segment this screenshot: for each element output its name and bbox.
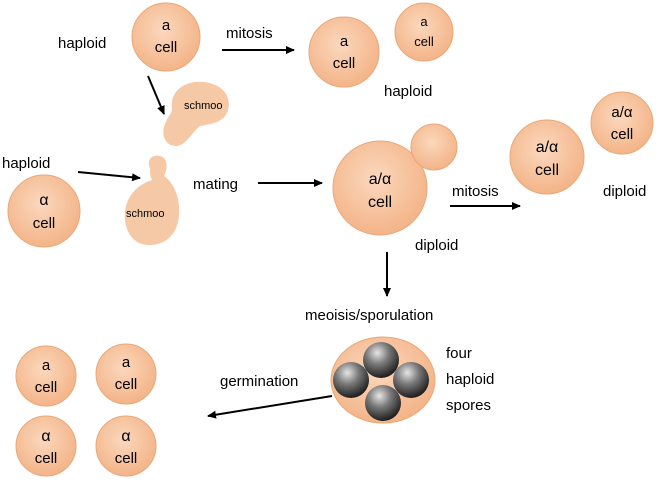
- label-haploid-top-right: haploid: [384, 83, 432, 100]
- schmoo-label: schmoo: [126, 208, 165, 220]
- arrow-alpha-to-schmoo: [77, 171, 141, 182]
- label-diploid-right: diploid: [603, 183, 646, 200]
- cell-word-label: cell: [535, 162, 559, 179]
- cell-body: [332, 140, 428, 236]
- cell-body: [308, 16, 380, 88]
- schmoo-upper: schmoo: [163, 81, 229, 146]
- label-spores-line2: haploid: [446, 371, 494, 388]
- cell-type-label: a: [420, 14, 428, 29]
- cell-type-label: a: [162, 17, 171, 34]
- label-diploid-center: diploid: [415, 237, 458, 254]
- cell-body: [394, 2, 454, 62]
- germinated-alpha-cell-2: α cell: [95, 415, 157, 477]
- a-cell-mitosis-small: a cell: [394, 2, 454, 62]
- cell-body: [7, 174, 81, 248]
- bud: [410, 123, 458, 171]
- label-mitosis-top: mitosis: [226, 25, 273, 42]
- cell-body: [131, 2, 201, 72]
- schmoo-lower: schmoo: [124, 155, 180, 246]
- diploid-cell-mitosis-small: a/α cell: [590, 91, 654, 155]
- schmoo-label: schmoo: [184, 100, 223, 112]
- cell-body: [15, 345, 77, 407]
- cell-type-label: a/α: [611, 104, 633, 121]
- cell-type-label: a: [122, 354, 131, 371]
- ascus: [330, 336, 436, 424]
- cell-word-label: cell: [35, 450, 58, 467]
- label-mitosis-diploid: mitosis: [452, 183, 499, 200]
- cell-word-label: cell: [611, 126, 634, 143]
- cell-word-label: cell: [368, 194, 392, 211]
- cell-type-label: a: [340, 33, 349, 50]
- label-haploid-top: haploid: [58, 35, 106, 52]
- cell-type-label: a/α: [536, 139, 559, 156]
- label-haploid-left: haploid: [2, 155, 50, 172]
- cell-body: [95, 343, 157, 405]
- alpha-cell-left: α cell: [7, 174, 81, 248]
- schmoo-shape: [163, 81, 229, 146]
- spore: [363, 342, 399, 378]
- spore: [333, 362, 369, 398]
- schmoo-shape: [124, 155, 180, 246]
- germinated-alpha-cell-1: α cell: [15, 415, 77, 477]
- a-cell-top: a cell: [131, 2, 201, 72]
- ascus-body: [330, 336, 436, 424]
- cell-type-label: α: [41, 428, 50, 445]
- arrow-germination: [207, 395, 333, 419]
- spore: [393, 362, 429, 398]
- a-cell-mitosis-big: a cell: [308, 16, 380, 88]
- cell-word-label: cell: [333, 55, 356, 72]
- label-mating: mating: [193, 176, 238, 193]
- cell-word-label: cell: [155, 39, 178, 56]
- cell-word-label: cell: [414, 34, 434, 49]
- cell-body: [95, 415, 157, 477]
- cell-word-label: cell: [115, 450, 138, 467]
- arrow-a-to-schmoo: [147, 75, 165, 115]
- cell-type-label: a: [42, 357, 51, 374]
- cell-body: [590, 91, 654, 155]
- germinated-a-cell-1: a cell: [15, 345, 77, 407]
- cell-body: [509, 119, 585, 195]
- diploid-cell-main: a/α cell: [332, 123, 458, 236]
- label-spores-line3: spores: [446, 397, 491, 414]
- cell-body: [15, 415, 77, 477]
- label-spores-line1: four: [446, 345, 472, 362]
- cell-word-label: cell: [115, 376, 138, 393]
- diploid-cell-mitosis-big: a/α cell: [509, 119, 585, 195]
- cell-type-label: α: [39, 192, 48, 209]
- label-germination: germination: [220, 373, 298, 390]
- cell-type-label: a/α: [369, 171, 392, 188]
- cell-type-label: α: [121, 428, 130, 445]
- spore: [365, 385, 401, 421]
- germinated-a-cell-2: a cell: [95, 343, 157, 405]
- cell-word-label: cell: [35, 379, 58, 396]
- cell-word-label: cell: [33, 215, 56, 232]
- label-meiosis: meoisis/sporulation: [305, 307, 433, 324]
